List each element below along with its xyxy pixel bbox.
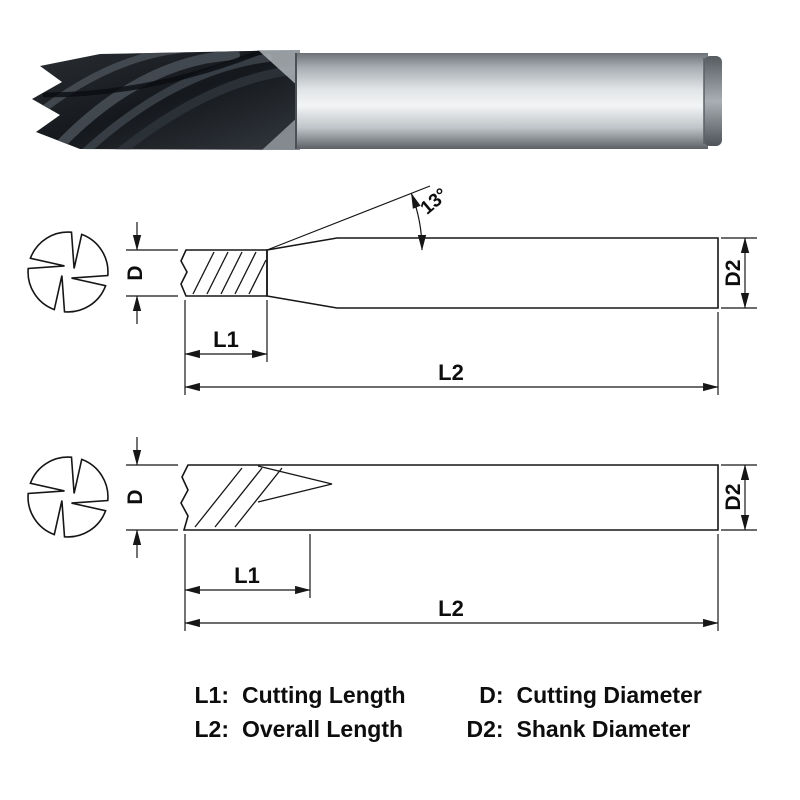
overall-length-label: L2: [438, 360, 464, 385]
legend-left-column: L1: Cutting Length L2: Overall Length: [183, 682, 406, 743]
cutting-portion-outline: [180, 249, 268, 297]
body-outline: [180, 464, 719, 531]
cutting-diameter-label: D: [124, 265, 147, 280]
legend-value-d2: Shank Diameter: [516, 716, 691, 742]
legend-value-d: Cutting Diameter: [516, 682, 702, 708]
shank-outline: [266, 237, 719, 309]
dimension-shank-diameter: [721, 464, 757, 531]
legend-key-d: D:: [479, 682, 504, 708]
flute-runout-facet-bottom: [262, 115, 300, 150]
dimension-cutting-length: [184, 534, 311, 631]
legend-item-l1: L1: Cutting Length: [183, 682, 406, 709]
legend-key-l1: L1:: [194, 682, 230, 708]
legend: L1: Cutting Length L2: Overall Length D:…: [183, 682, 702, 743]
shank: [296, 53, 708, 149]
legend-key-l2: L2:: [194, 716, 230, 742]
legend-value-l2: Overall Length: [242, 716, 404, 742]
dimension-shank-diameter: [721, 237, 757, 309]
end-view-4-flute: [27, 456, 109, 538]
end-mill-photo: [32, 50, 722, 150]
drawing-reduced-neck: D 13° D2: [27, 185, 757, 395]
end-view-4-flute: [27, 231, 109, 313]
dimension-overall-length: [184, 534, 719, 631]
dimension-cutting-diameter: [126, 222, 178, 324]
dimension-cutting-diameter: [126, 437, 178, 558]
cutting-length-label: L1: [234, 563, 260, 588]
shank-end-cap: [704, 56, 722, 146]
dimension-cutting-length: [184, 300, 268, 395]
drawing-standard: D D2 L1: [27, 437, 757, 631]
legend-right-column: D: Cutting Diameter D2: Shank Diameter: [458, 682, 702, 743]
overall-length-label: L2: [438, 596, 464, 621]
cutting-length-label: L1: [213, 327, 239, 352]
flute-highlights: [32, 50, 300, 150]
cutting-diameter-label: D: [124, 489, 147, 504]
flute-lines: [192, 251, 267, 295]
flute-lines: [194, 465, 333, 528]
legend-item-d2: D2: Shank Diameter: [458, 716, 702, 743]
taper-angle-annotation: [266, 185, 431, 251]
legend-key-d2: D2:: [466, 716, 504, 742]
legend-value-l1: Cutting Length: [242, 682, 406, 708]
legend-item-d: D: Cutting Diameter: [458, 682, 702, 709]
shank-diameter-label: D2: [722, 484, 745, 511]
end-mill-diagram: D 13° D2: [27, 50, 757, 631]
dimension-overall-length: [184, 312, 719, 395]
legend-item-l2: L2: Overall Length: [183, 716, 406, 743]
shank-diameter-label: D2: [722, 260, 745, 287]
flute-runout-facet-top: [258, 50, 300, 88]
